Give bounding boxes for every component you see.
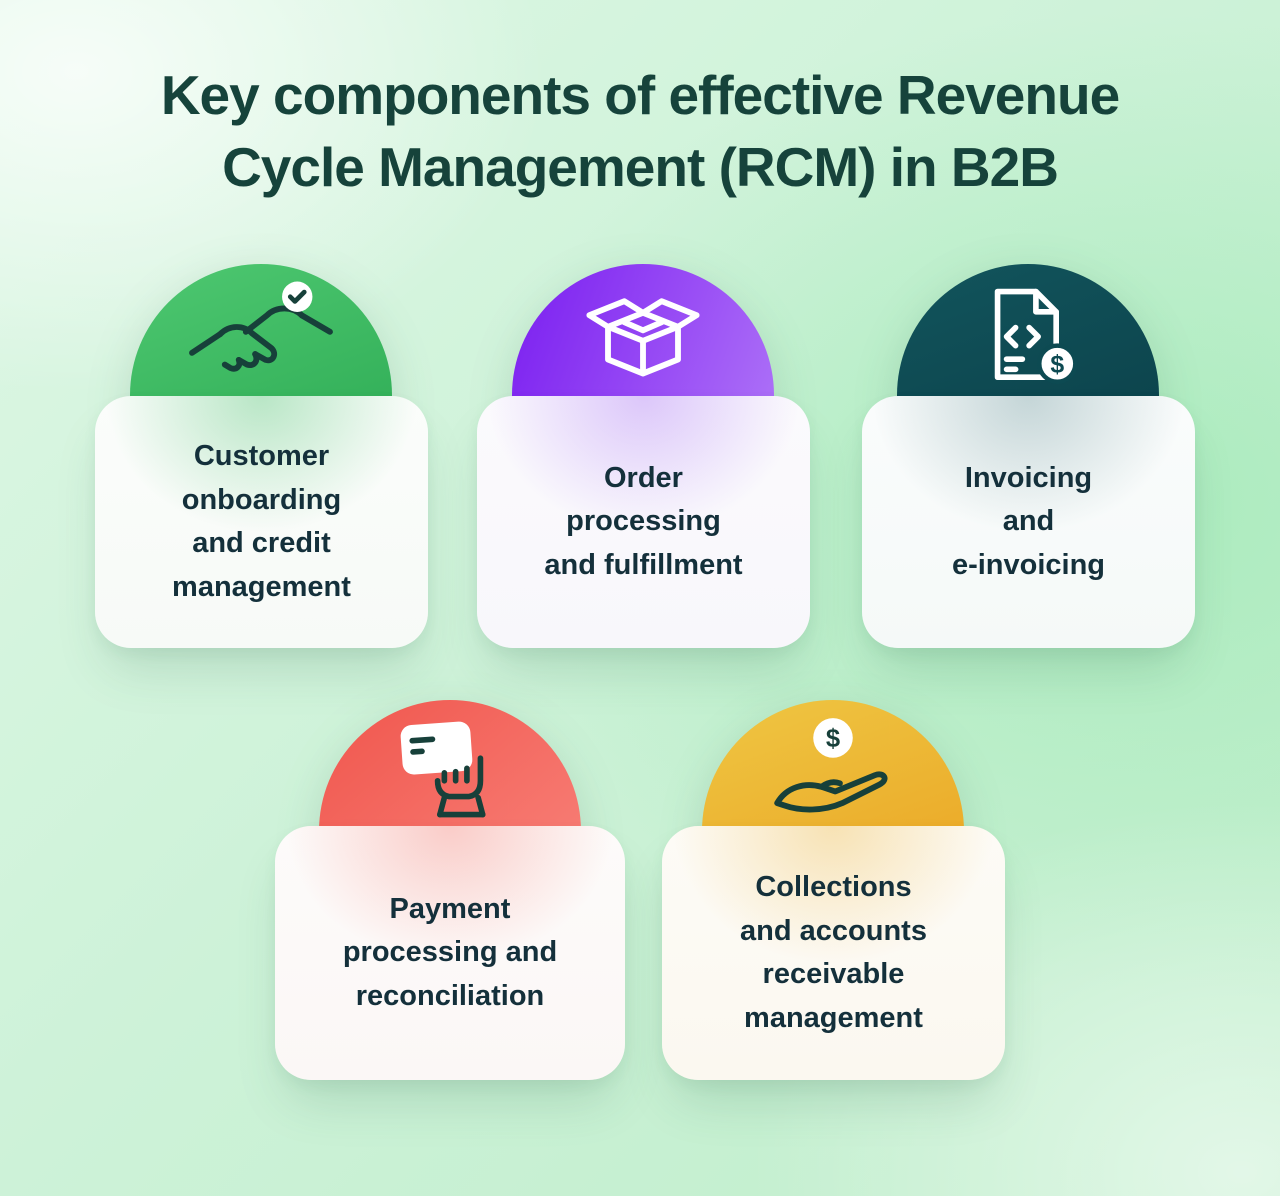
invoice-code-dollar-icon: $ [994, 288, 1078, 384]
card-collections: Collections and accounts receivable mana… [662, 826, 1005, 1080]
card-label: Collections and accounts receivable mana… [740, 871, 927, 1034]
card-order-processing: Order processing and fulfillment [477, 396, 810, 648]
card-label: Invoicing and e-invoicing [951, 461, 1106, 581]
card-payment-processing: Payment processing and reconciliation [275, 826, 625, 1080]
card-customer-onboarding: Customer onboarding and credit managemen… [95, 396, 428, 648]
svg-text:$: $ [826, 725, 840, 753]
open-box-icon [586, 298, 700, 377]
card-in-hand-icon [400, 721, 486, 818]
card-label: Customer onboarding and credit managemen… [172, 440, 351, 603]
card-label: Payment processing and reconciliation [342, 892, 558, 1012]
svg-text:$: $ [1050, 352, 1064, 379]
hand-coin-icon: $ [774, 718, 888, 813]
page-title: Key components of effective Revenue Cycl… [160, 64, 1120, 198]
card-invoicing: Invoicing and e-invoicing [862, 396, 1195, 648]
card-label: Order processing and fulfillment [544, 461, 743, 581]
handshake-check-icon [189, 281, 333, 372]
